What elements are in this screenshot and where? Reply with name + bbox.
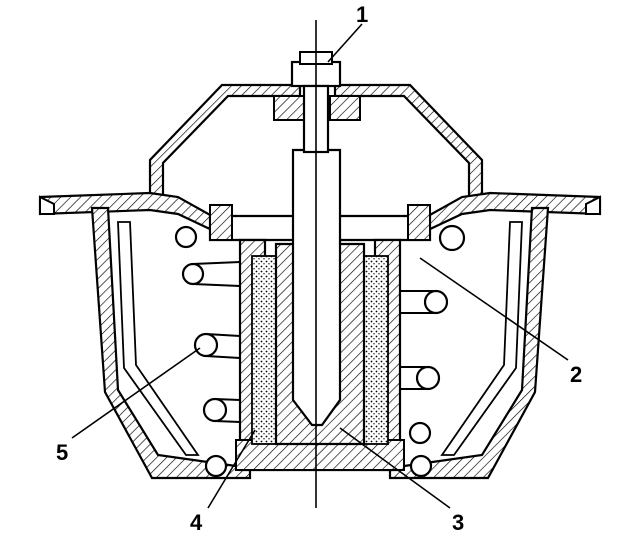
callout-4: 4 [190, 510, 203, 535]
spring-coils [174, 224, 466, 478]
callout-5: 5 [56, 440, 68, 465]
callout-2: 2 [570, 362, 582, 387]
callout-3: 3 [452, 510, 464, 535]
wax-element [251, 255, 389, 445]
leader-lines [71, 23, 569, 509]
top-nut [273, 95, 361, 121]
callout-labels: 1 2 3 4 5 [56, 2, 582, 535]
piston-rod [290, 20, 342, 508]
callout-1: 1 [356, 2, 368, 27]
spring-wire-lines [192, 261, 436, 423]
rubber-sleeve [274, 148, 366, 446]
